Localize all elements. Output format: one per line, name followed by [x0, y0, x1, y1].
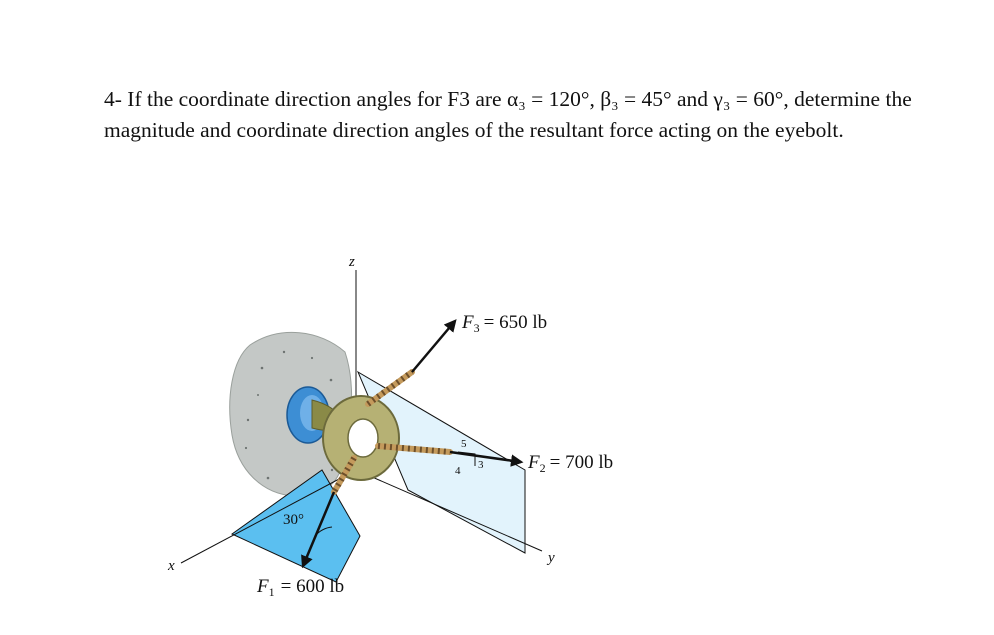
- f2-label: F2 = 700 lb: [527, 452, 613, 475]
- f3-symbol: F: [461, 312, 474, 333]
- x-axis-label: x: [167, 558, 175, 574]
- z-axis-label: z: [348, 254, 355, 270]
- problem-statement: 4- If the coordinate direction angles fo…: [104, 84, 964, 146]
- f2-arrow: [449, 450, 524, 467]
- f3-label: F3 = 650 lb: [461, 312, 547, 335]
- rope-f3: [365, 369, 415, 407]
- rope-f2-stripes: [377, 443, 451, 455]
- rope-f1-stripes: [331, 456, 357, 494]
- eyebolt-ring-hole: [347, 418, 379, 458]
- xy-plane-shading: [232, 470, 360, 582]
- f2-symbol: F: [527, 452, 540, 473]
- slope-rise-label: 3: [478, 459, 484, 471]
- problem-text: If the coordinate direction angles for F…: [104, 87, 918, 142]
- slope-hyp-label: 5: [461, 438, 467, 450]
- f3-value: = 650 lb: [484, 312, 548, 333]
- f1-value: = 600 lb: [281, 576, 345, 597]
- slope-triangle: [457, 451, 476, 466]
- f3-arrow: [411, 319, 457, 373]
- f2-value: = 700 lb: [550, 452, 614, 473]
- f1-symbol: F: [256, 576, 269, 597]
- f3-subscript: 3: [474, 321, 480, 335]
- angle-arc: [314, 526, 333, 537]
- y-axis-label: y: [546, 550, 555, 566]
- f2-subscript: 2: [540, 461, 546, 475]
- x-axis-line: [180, 469, 357, 564]
- f1-label: F1 = 600 lb: [256, 576, 344, 599]
- angle-label: 30°: [283, 512, 304, 528]
- y-axis-line: [355, 469, 543, 552]
- problem-number: 4-: [104, 87, 122, 111]
- slope-base-label: 4: [455, 465, 461, 477]
- f1-subscript: 1: [269, 585, 275, 599]
- f1-arrow: [301, 491, 336, 569]
